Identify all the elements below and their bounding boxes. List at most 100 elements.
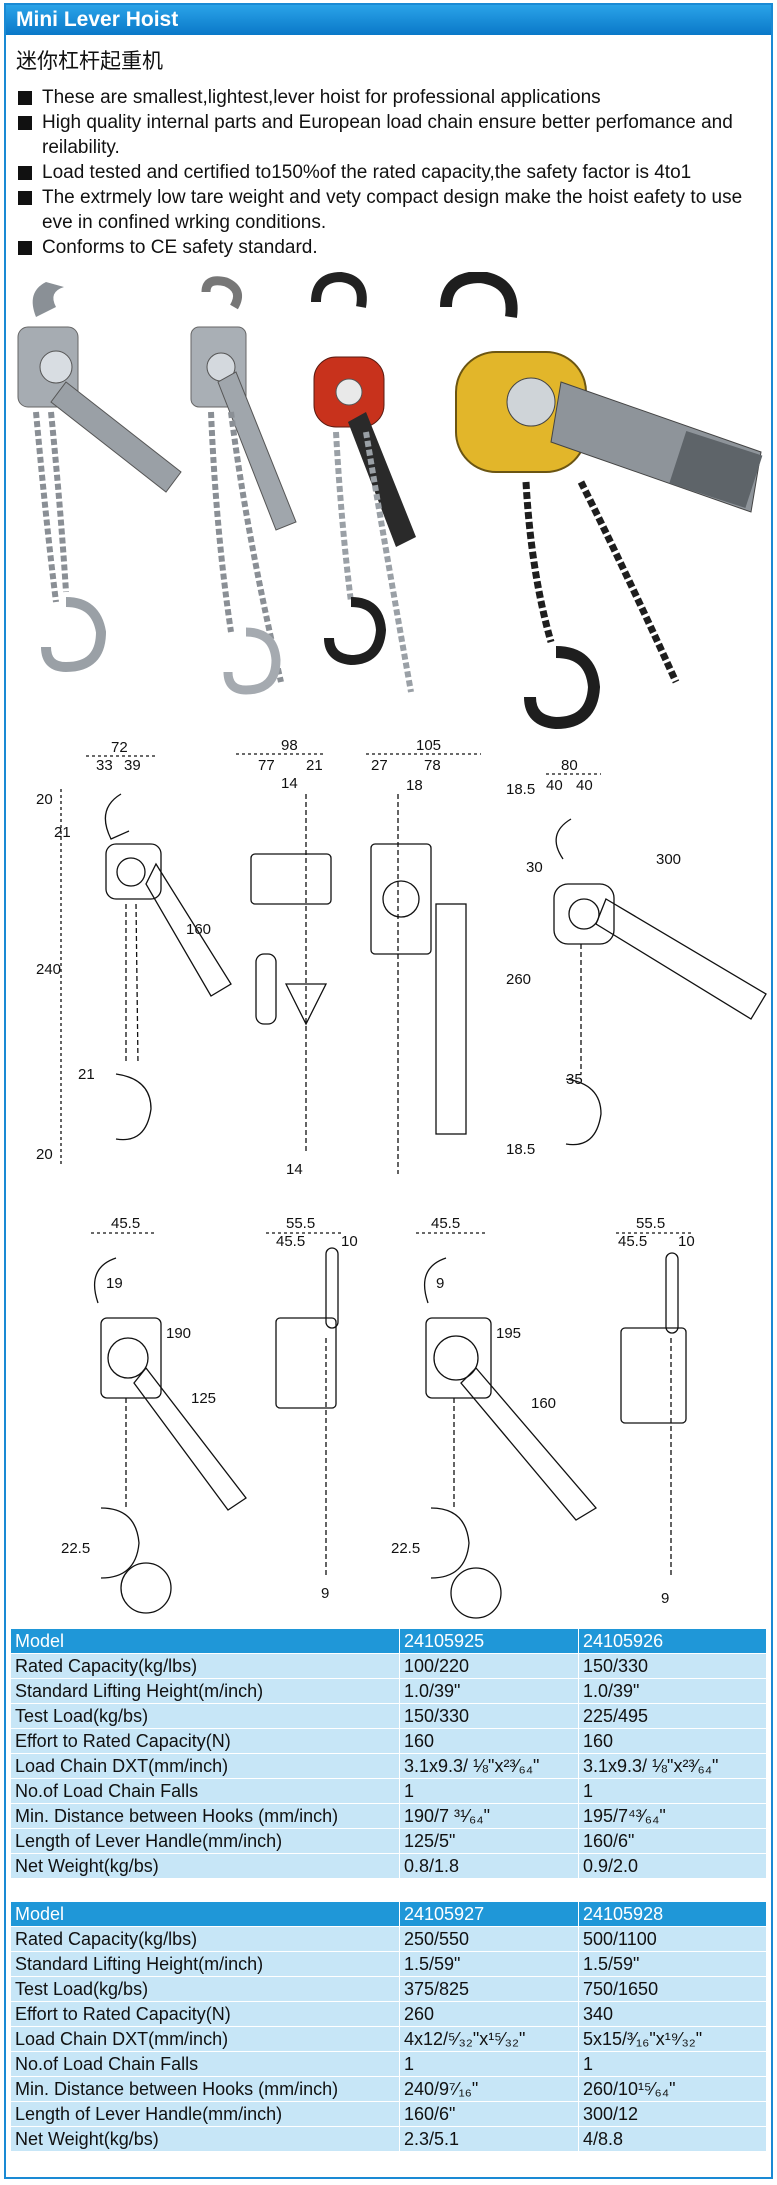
row-value: 375/825 — [399, 1976, 579, 2002]
row-label: Net Weight(kg/bs) — [10, 2126, 400, 2152]
dim-160: 160 — [186, 921, 211, 938]
dim-30: 30 — [526, 859, 543, 876]
row-value: 1.0/39" — [399, 1678, 579, 1704]
bullet-square-icon — [18, 116, 32, 130]
dim-21-top: 21 — [54, 824, 71, 841]
dim-80: 80 — [561, 757, 578, 774]
dim-105: 105 — [416, 737, 441, 754]
table-header-row: Model 24105927 24105928 — [10, 1901, 767, 1927]
bullet-square-icon — [18, 191, 32, 205]
dim-9-b: 9 — [321, 1585, 329, 1602]
row-label: Test Load(kg/bs) — [10, 1976, 400, 2002]
chinese-subtitle: 迷你杠杆起重机 — [16, 49, 163, 73]
row-label: No.of Load Chain Falls — [10, 2051, 400, 2077]
bullet-square-icon — [18, 166, 32, 180]
dim-78: 78 — [424, 757, 441, 774]
technical-drawings-row-1: 72 33 39 20 21 240 160 21 20 98 — [6, 734, 771, 1204]
drawing-hoist-d: 80 40 40 18.5 30 300 260 35 18.5 — [506, 757, 767, 1158]
dim-22-5-c: 22.5 — [391, 1540, 420, 1557]
hoist-photo-1 — [17, 282, 182, 673]
dim-10-d: 10 — [678, 1233, 695, 1250]
table-row: Length of Lever Handle(mm/inch)160/6"300… — [10, 2101, 767, 2127]
row-label: Rated Capacity(kg/lbs) — [10, 1653, 400, 1679]
hoist-photo-4 — [440, 270, 763, 730]
feature-item: Load tested and certified to150%of the r… — [16, 160, 761, 185]
page-title: Mini Lever Hoist — [6, 5, 771, 35]
bullet-square-icon — [18, 241, 32, 255]
row-value: 160/6" — [399, 2101, 579, 2127]
row-value: 0.9/2.0 — [578, 1853, 767, 1879]
table-row: Length of Lever Handle(mm/inch)125/5"160… — [10, 1828, 767, 1854]
dim-45-5-b: 45.5 — [276, 1233, 305, 1250]
row-value: 1 — [578, 1778, 767, 1804]
dim-27: 27 — [371, 757, 388, 774]
row-label: Effort to Rated Capacity(N) — [10, 2001, 400, 2027]
table-row: Load Chain DXT(mm/inch)4x12/⁵⁄₃₂"x¹⁵⁄₃₂"… — [10, 2026, 767, 2052]
dim-20-top: 20 — [36, 791, 53, 808]
row-label: Min. Distance between Hooks (mm/inch) — [10, 2076, 400, 2102]
feature-text: High quality internal parts and European… — [42, 112, 733, 158]
row-value: 160 — [399, 1728, 579, 1754]
row-label: Length of Lever Handle(mm/inch) — [10, 1828, 400, 1854]
dim-55-5-b: 55.5 — [286, 1215, 315, 1232]
row-label: Effort to Rated Capacity(N) — [10, 1728, 400, 1754]
row-label: Load Chain DXT(mm/inch) — [10, 2026, 400, 2052]
row-value: 2.3/5.1 — [399, 2126, 579, 2152]
hoist-photo-2 — [190, 276, 297, 695]
row-value: 240/9⁷⁄₁₆" — [399, 2076, 579, 2102]
dim-55-5-d: 55.5 — [636, 1215, 665, 1232]
row-label: Test Load(kg/bs) — [10, 1703, 400, 1729]
row-value: 5x15/³⁄₁₆"x¹⁹⁄₃₂" — [578, 2026, 767, 2052]
feature-item: These are smallest,lightest,lever hoist … — [16, 85, 761, 110]
dim-19-a: 19 — [106, 1275, 123, 1292]
dim-18: 18 — [406, 777, 423, 794]
dim-40-left: 40 — [546, 777, 563, 794]
drawing-hoist-a: 72 33 39 20 21 240 160 21 20 — [36, 739, 232, 1164]
row-value: 100/220 — [399, 1653, 579, 1679]
row-value: 1.5/59" — [399, 1951, 579, 1977]
dim-160: 160 — [531, 1395, 556, 1412]
feature-item: High quality internal parts and European… — [16, 110, 761, 160]
row-value: 1.0/39" — [578, 1678, 767, 1704]
dim-77: 77 — [258, 757, 275, 774]
dim-260: 260 — [506, 971, 531, 988]
dim-39: 39 — [124, 757, 141, 774]
spec-table-1: Model 24105925 24105926 Rated Capacity(k… — [10, 1628, 767, 1879]
dim-98: 98 — [281, 737, 298, 754]
row-value: 4x12/⁵⁄₃₂"x¹⁵⁄₃₂" — [399, 2026, 579, 2052]
drawing-model-small-front: 45.5 19 190 125 22.5 — [61, 1215, 247, 1614]
table-row: Standard Lifting Height(m/inch)1.0/39"1.… — [10, 1678, 767, 1704]
row-value: 3.1x9.3/ ⅛"x²³⁄₆₄" — [399, 1753, 579, 1779]
product-sheet: Mini Lever Hoist 迷你杠杆起重机 These are small… — [4, 3, 773, 2179]
feature-list: These are smallest,lightest,lever hoist … — [6, 79, 771, 260]
drawing-model-small-side: 55.5 45.5 10 9 — [266, 1215, 358, 1602]
feature-text: These are smallest,lightest,lever hoist … — [42, 87, 601, 108]
product-photos — [6, 270, 771, 730]
row-value: 195/7⁴³⁄₆₄" — [578, 1803, 767, 1829]
dim-18-5-top: 18.5 — [506, 781, 535, 798]
hoist-photo-3 — [311, 271, 416, 693]
dim-240: 240 — [36, 961, 61, 978]
row-value: 340 — [578, 2001, 767, 2027]
row-value: 3.1x9.3/ ⅛"x²³⁄₆₄" — [578, 1753, 767, 1779]
header-cell-24105927: 24105927 — [399, 1901, 579, 1927]
dim-21-bottom: 21 — [78, 1066, 95, 1083]
drawing-hoist-b: 98 77 21 14 14 — [236, 737, 332, 1178]
row-label: Standard Lifting Height(m/inch) — [10, 1678, 400, 1704]
header-cell-model: Model — [10, 1628, 400, 1654]
row-value: 1 — [399, 2051, 579, 2077]
row-value: 160/6" — [578, 1828, 767, 1854]
row-value: 1.5/59" — [578, 1951, 767, 1977]
row-label: Load Chain DXT(mm/inch) — [10, 1753, 400, 1779]
header-cell-24105928: 24105928 — [578, 1901, 767, 1927]
dim-9-c: 9 — [436, 1275, 444, 1292]
dim-35: 35 — [566, 1071, 583, 1088]
table-row: Min. Distance between Hooks (mm/inch)240… — [10, 2076, 767, 2102]
drawing-hoist-c: 105 27 78 18 — [366, 737, 481, 1174]
dim-45-5-a: 45.5 — [111, 1215, 140, 1232]
row-value: 300/12 — [578, 2101, 767, 2127]
row-label: No.of Load Chain Falls — [10, 1778, 400, 1804]
